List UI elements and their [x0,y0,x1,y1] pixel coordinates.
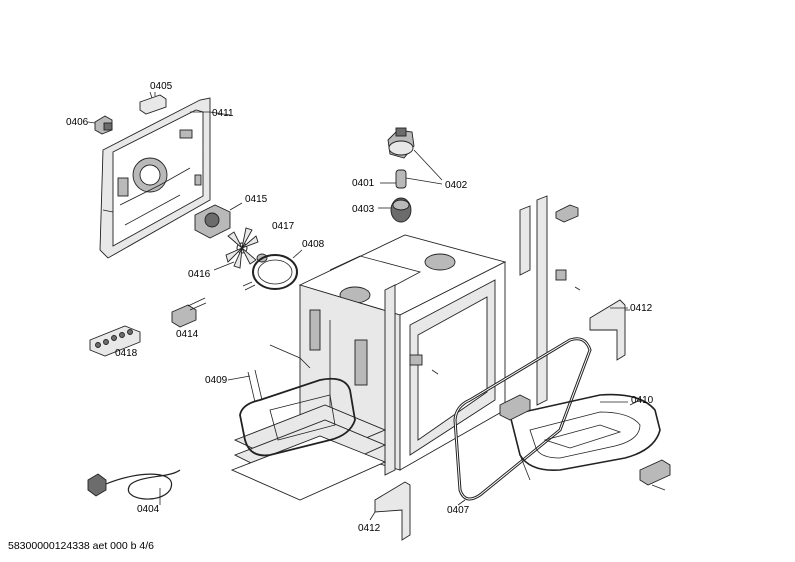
label-0410: 0410 [631,395,654,406]
part-0414-switch [171,297,207,328]
small-fixing-parts [409,204,581,375]
label-0412-bottom: 0412 [358,523,381,534]
label-0404: 0404 [137,504,160,515]
part-0409-bottom-heater [239,344,356,457]
label-0406: 0406 [66,117,89,128]
label-0409: 0409 [205,375,228,386]
oven-cavity [298,234,507,471]
label-0402: 0402 [445,180,468,191]
part-0406-holder [87,115,113,135]
part-0416-fan-blade [213,227,259,271]
part-0407-door-seal [453,337,592,501]
label-0417: 0417 [272,221,295,232]
part-clip-lower-right [639,459,671,491]
label-0416: 0416 [188,269,211,280]
part-0418-terminal-block [89,325,141,357]
part-0403-knob [378,197,412,223]
leader-lines [149,91,628,521]
label-0414: 0414 [176,329,199,340]
part-0404-power-cord [87,469,181,500]
part-0408-ring-element [242,249,303,291]
side-rail-uprights [384,195,548,476]
label-0415: 0415 [245,194,268,205]
document-footer-code: 58300000124338 aet 000 b 4/6 [8,540,154,552]
part-0412-bracket-right [589,299,630,361]
label-0401: 0401 [352,178,375,189]
part-0401-bulb [380,169,443,189]
part-0405-bracket [139,92,167,115]
label-0418: 0418 [115,348,138,359]
label-0403: 0403 [352,204,375,215]
label-0408: 0408 [302,239,325,250]
part-0410-grill-element [499,393,661,481]
label-0407: 0407 [447,505,470,516]
part-0412-bracket-bottom [374,481,411,541]
label-0411: 0411 [212,108,234,119]
bottom-trays [230,404,387,501]
part-0402-thermostat [387,127,443,181]
part-0415-fan-motor [194,202,243,239]
rear-panel-part [99,97,231,259]
label-0405: 0405 [150,81,173,92]
label-0412-right: 0412 [630,303,653,314]
